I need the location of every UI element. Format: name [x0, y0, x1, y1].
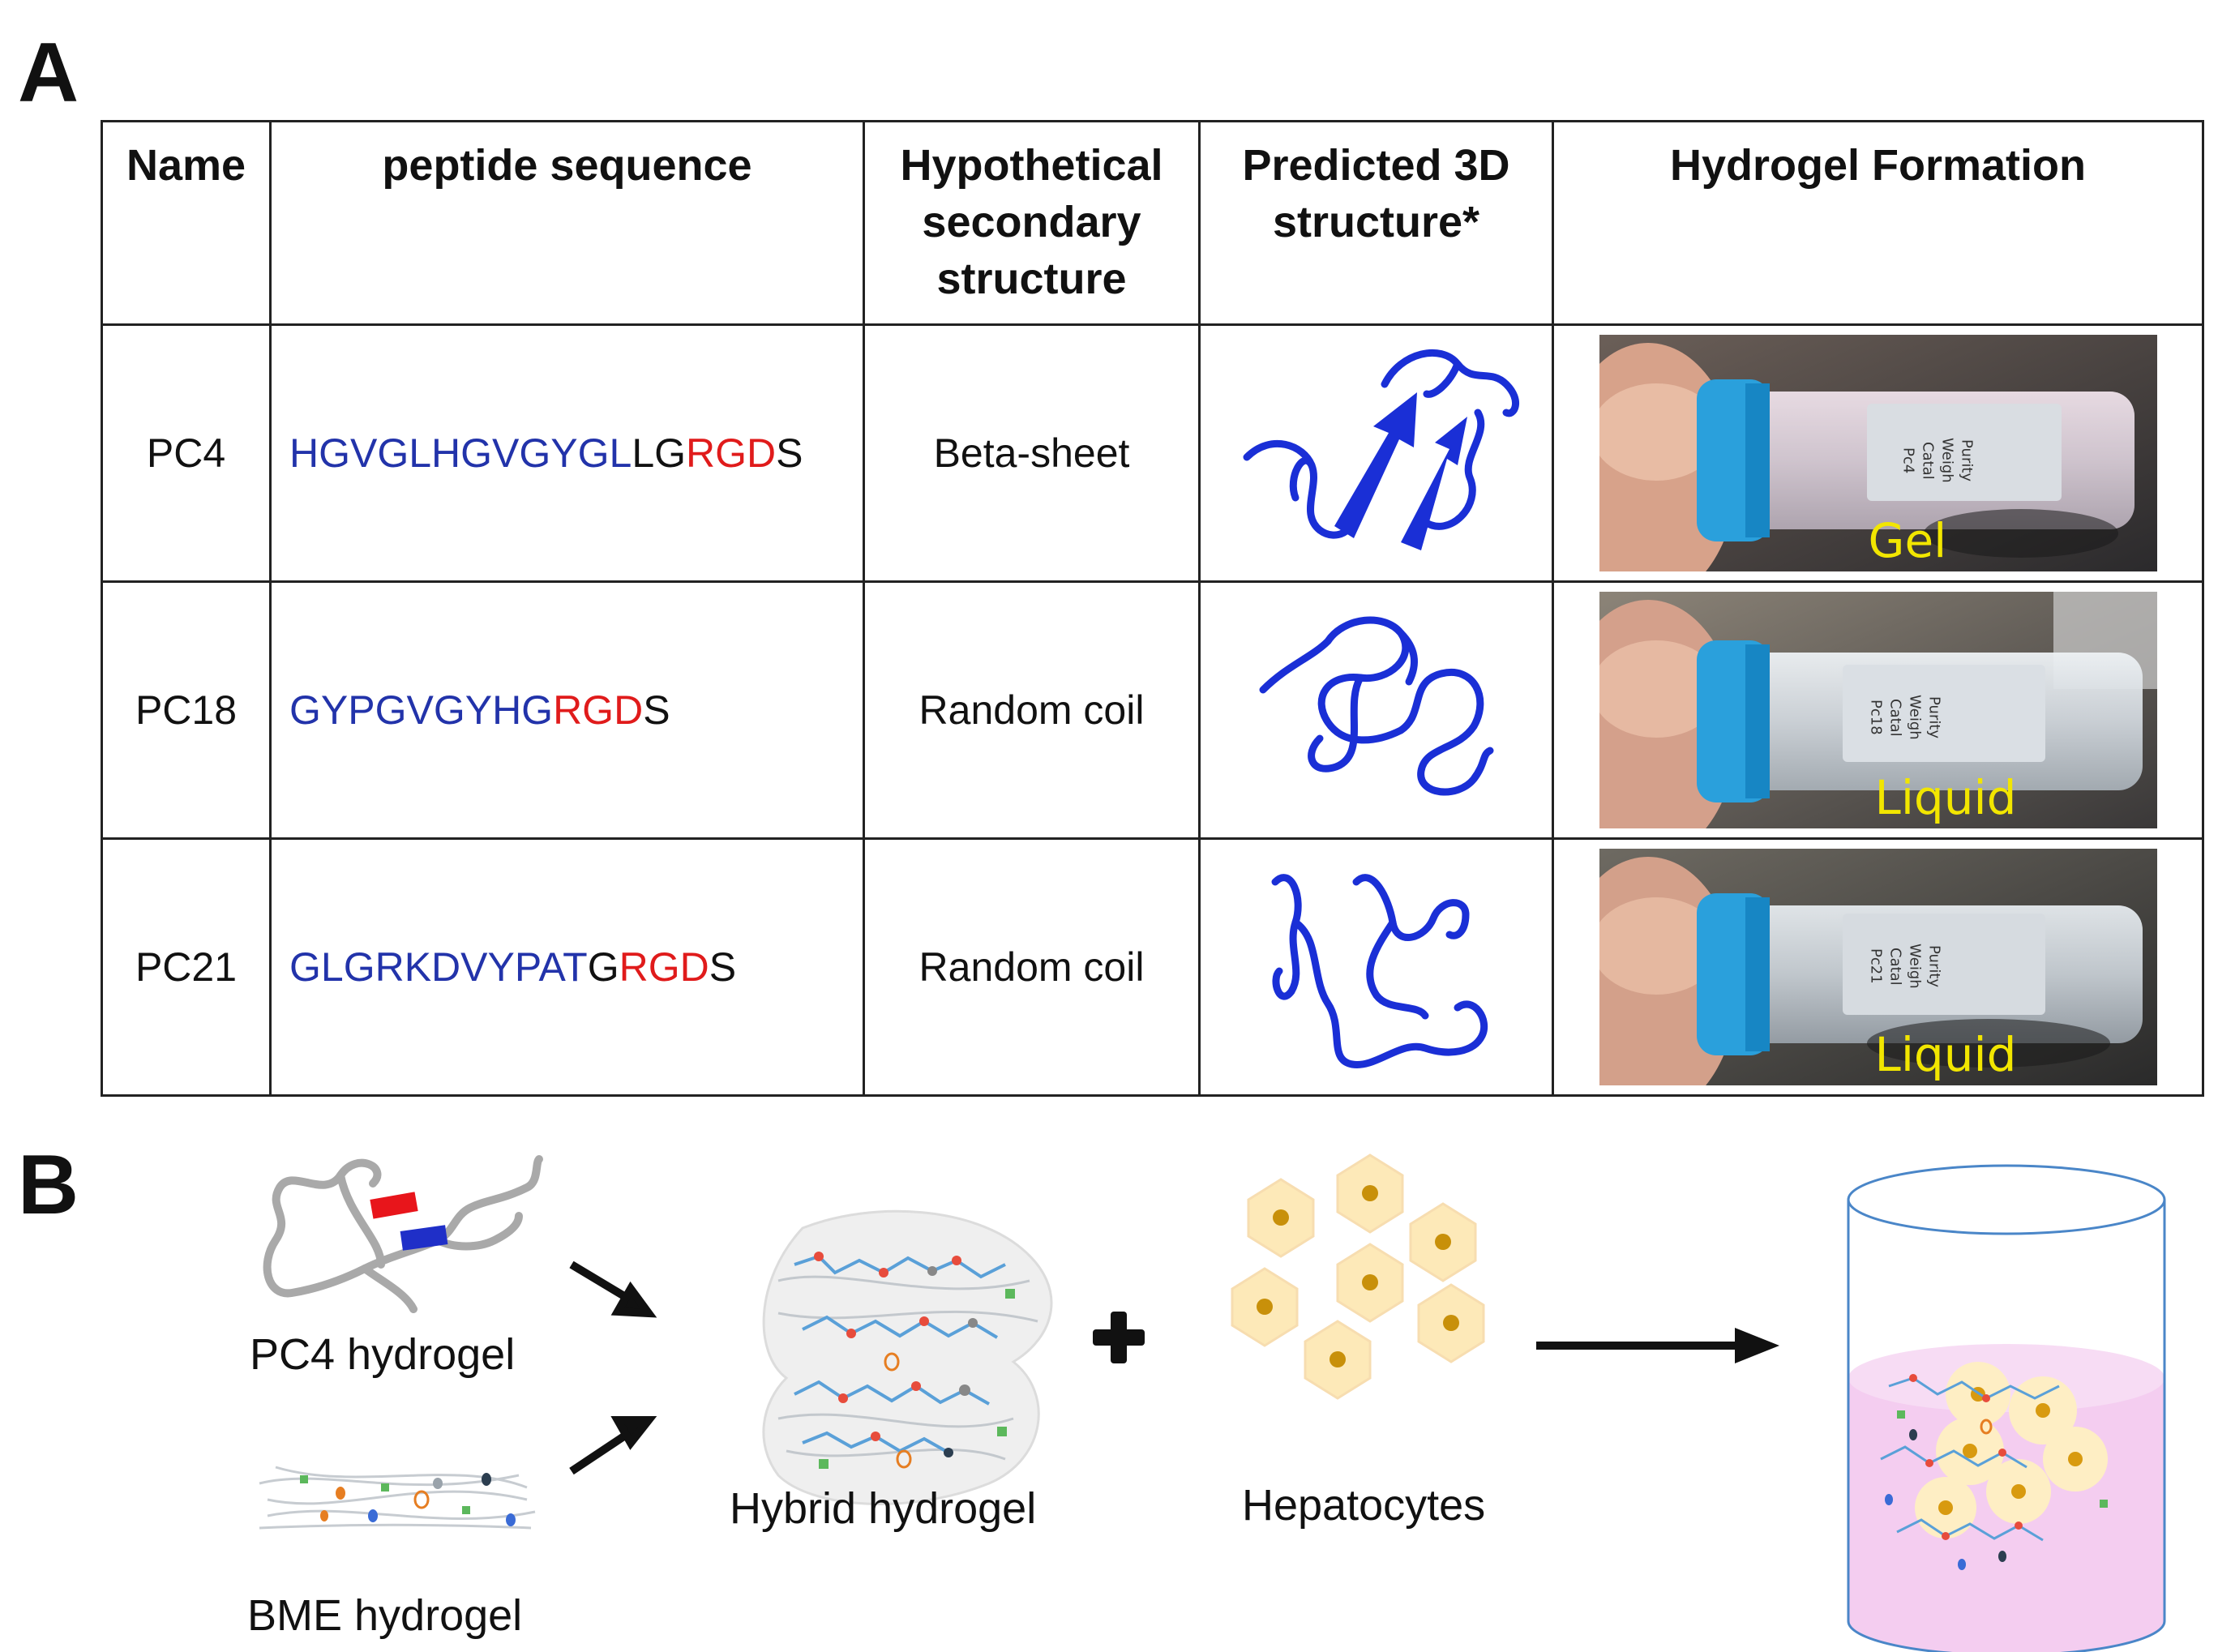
header-hydrogel-formation: Hydrogel Formation — [1552, 120, 2204, 326]
bme-hydrogel-caption: BME hydrogel — [247, 1591, 523, 1640]
header-name: Name — [101, 120, 272, 326]
peptide-name: PC4 — [101, 323, 272, 583]
secondary-structure: Random coil — [863, 837, 1201, 1097]
bme-network — [259, 1466, 536, 1530]
predicted-structure-cell — [1198, 580, 1554, 840]
vial-image — [1599, 849, 2157, 1085]
peptide-sequence: HGVGLHGVGYGLLGRGDS — [269, 323, 865, 583]
beta-sheet-structure — [1243, 349, 1519, 550]
header-secondary-structure: Hypothetical secondary structure — [863, 120, 1201, 326]
header-sequence: peptide sequence — [269, 120, 865, 326]
predicted-structure-cell — [1198, 323, 1554, 583]
predicted-structure-cell — [1198, 837, 1554, 1097]
hydrogel-state-label: Liquid — [1874, 770, 2017, 825]
peptide-sequence: GLGRKDVYPATGRGDS — [269, 837, 865, 1097]
random-coil-structure — [1259, 616, 1493, 796]
peptide-name: PC21 — [101, 837, 272, 1097]
table-row: PC21 GLGRKDVYPATGRGDS Random coil — [101, 837, 2204, 1097]
peptide-name: PC18 — [101, 580, 272, 840]
plus-icon — [1093, 1312, 1145, 1363]
hydrogel-state-label: Gel — [1868, 513, 1947, 568]
process-arrow — [1536, 1328, 1779, 1363]
hepatocytes-caption: Hepatocytes — [1242, 1481, 1486, 1530]
beta-strand-blue — [400, 1225, 448, 1251]
hydrogel-state-label: Liquid — [1874, 1027, 2017, 1082]
table-header-row: Name peptide sequence Hypothetical secon… — [101, 120, 2204, 326]
merge-arrows — [569, 1260, 657, 1475]
vial-image — [1599, 335, 2157, 571]
peptide-table: Name peptide sequence Hypothetical secon… — [101, 120, 2204, 1097]
panel-b-schematic — [259, 1153, 2166, 1652]
pc4-molecule — [263, 1155, 543, 1313]
vial-image — [1599, 592, 2157, 828]
table-row: PC4 HGVGLHGVGYGLLGRGDS Beta-sheet — [101, 323, 2204, 583]
pc4-hydrogel-caption: PC4 hydrogel — [250, 1330, 516, 1379]
panel-label-a: A — [18, 26, 79, 120]
table-row: PC18 GYPGVGYHGRGDS Random coil — [101, 580, 2204, 840]
culture-vessel — [1847, 1164, 2166, 1652]
header-predicted-structure: Predicted 3D structure* — [1198, 120, 1554, 326]
peptide-sequence: GYPGVGYHGRGDS — [269, 580, 865, 840]
hepatocytes-group — [1231, 1153, 1485, 1400]
hybrid-hydrogel-blob — [762, 1209, 1053, 1505]
random-coil-structure — [1271, 874, 1488, 1068]
beta-strand-red — [370, 1192, 418, 1219]
hybrid-hydrogel-caption: Hybrid hydrogel — [730, 1484, 1037, 1533]
secondary-structure: Random coil — [863, 580, 1201, 840]
secondary-structure: Beta-sheet — [863, 323, 1201, 583]
panel-label-b: B — [18, 1138, 79, 1232]
